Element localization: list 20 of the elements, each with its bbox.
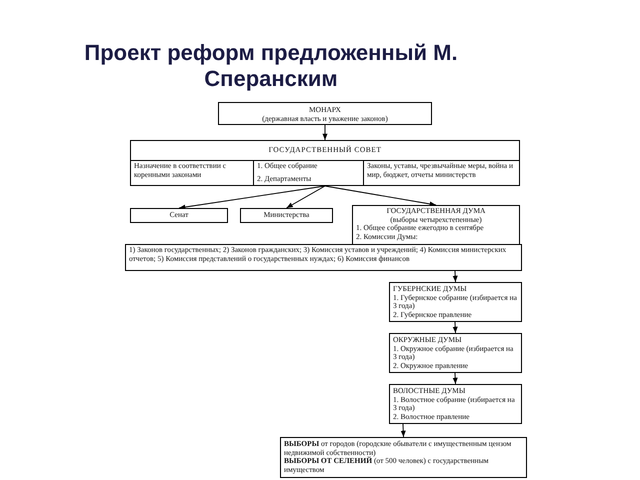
- process-box: [218, 102, 432, 125]
- process-box: [240, 208, 333, 223]
- arrow: [400, 424, 406, 438]
- process-box: [389, 333, 522, 373]
- arrow: [452, 372, 458, 384]
- process-box: [253, 160, 364, 186]
- process-box: [125, 244, 522, 271]
- arrow: [322, 124, 328, 140]
- process-box: [130, 208, 228, 223]
- arrow: [324, 186, 436, 206]
- process-box: [389, 384, 522, 424]
- process-box: [352, 205, 520, 245]
- process-box: [280, 437, 527, 478]
- process-box: [130, 140, 520, 186]
- title: Проект реформ предложенный М. Сперанским: [83, 40, 459, 92]
- arrow: [452, 270, 458, 282]
- arrow: [286, 186, 326, 208]
- process-box: [389, 282, 522, 322]
- arrow: [452, 322, 458, 334]
- arrow: [178, 186, 326, 210]
